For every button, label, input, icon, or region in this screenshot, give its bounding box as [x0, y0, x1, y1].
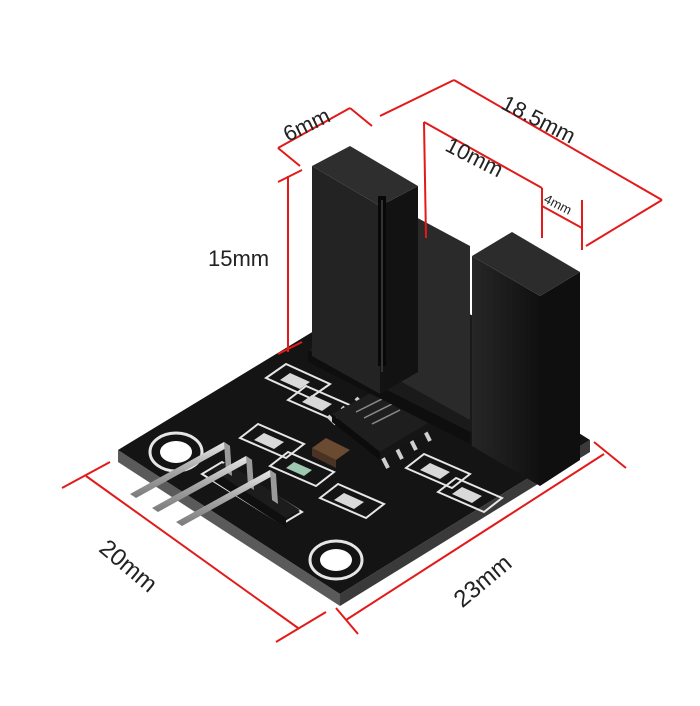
header-pins [130, 442, 300, 528]
resistor-footprint [436, 476, 504, 514]
header-pin [176, 470, 278, 526]
resistor-footprint [404, 452, 472, 490]
resistor-footprint [318, 482, 386, 520]
dimension-label-height: 15mm [208, 246, 270, 271]
capacitor [312, 438, 350, 468]
dimension-line-23mm [345, 453, 605, 621]
resistor-footprint [263, 362, 333, 400]
mounting-hole [308, 539, 364, 581]
dimension-line-18-5mm [379, 79, 455, 117]
dimension-line-10mm [423, 121, 543, 189]
dimension-line-20mm [85, 475, 299, 629]
dimension-line-4mm [541, 205, 583, 229]
dimension-line-6mm [277, 107, 351, 149]
led [268, 450, 336, 488]
slotted-optical-sensor [308, 146, 580, 486]
resistor-footprint [238, 422, 306, 460]
ic-chip [326, 386, 432, 469]
dimension-lines [61, 79, 663, 643]
